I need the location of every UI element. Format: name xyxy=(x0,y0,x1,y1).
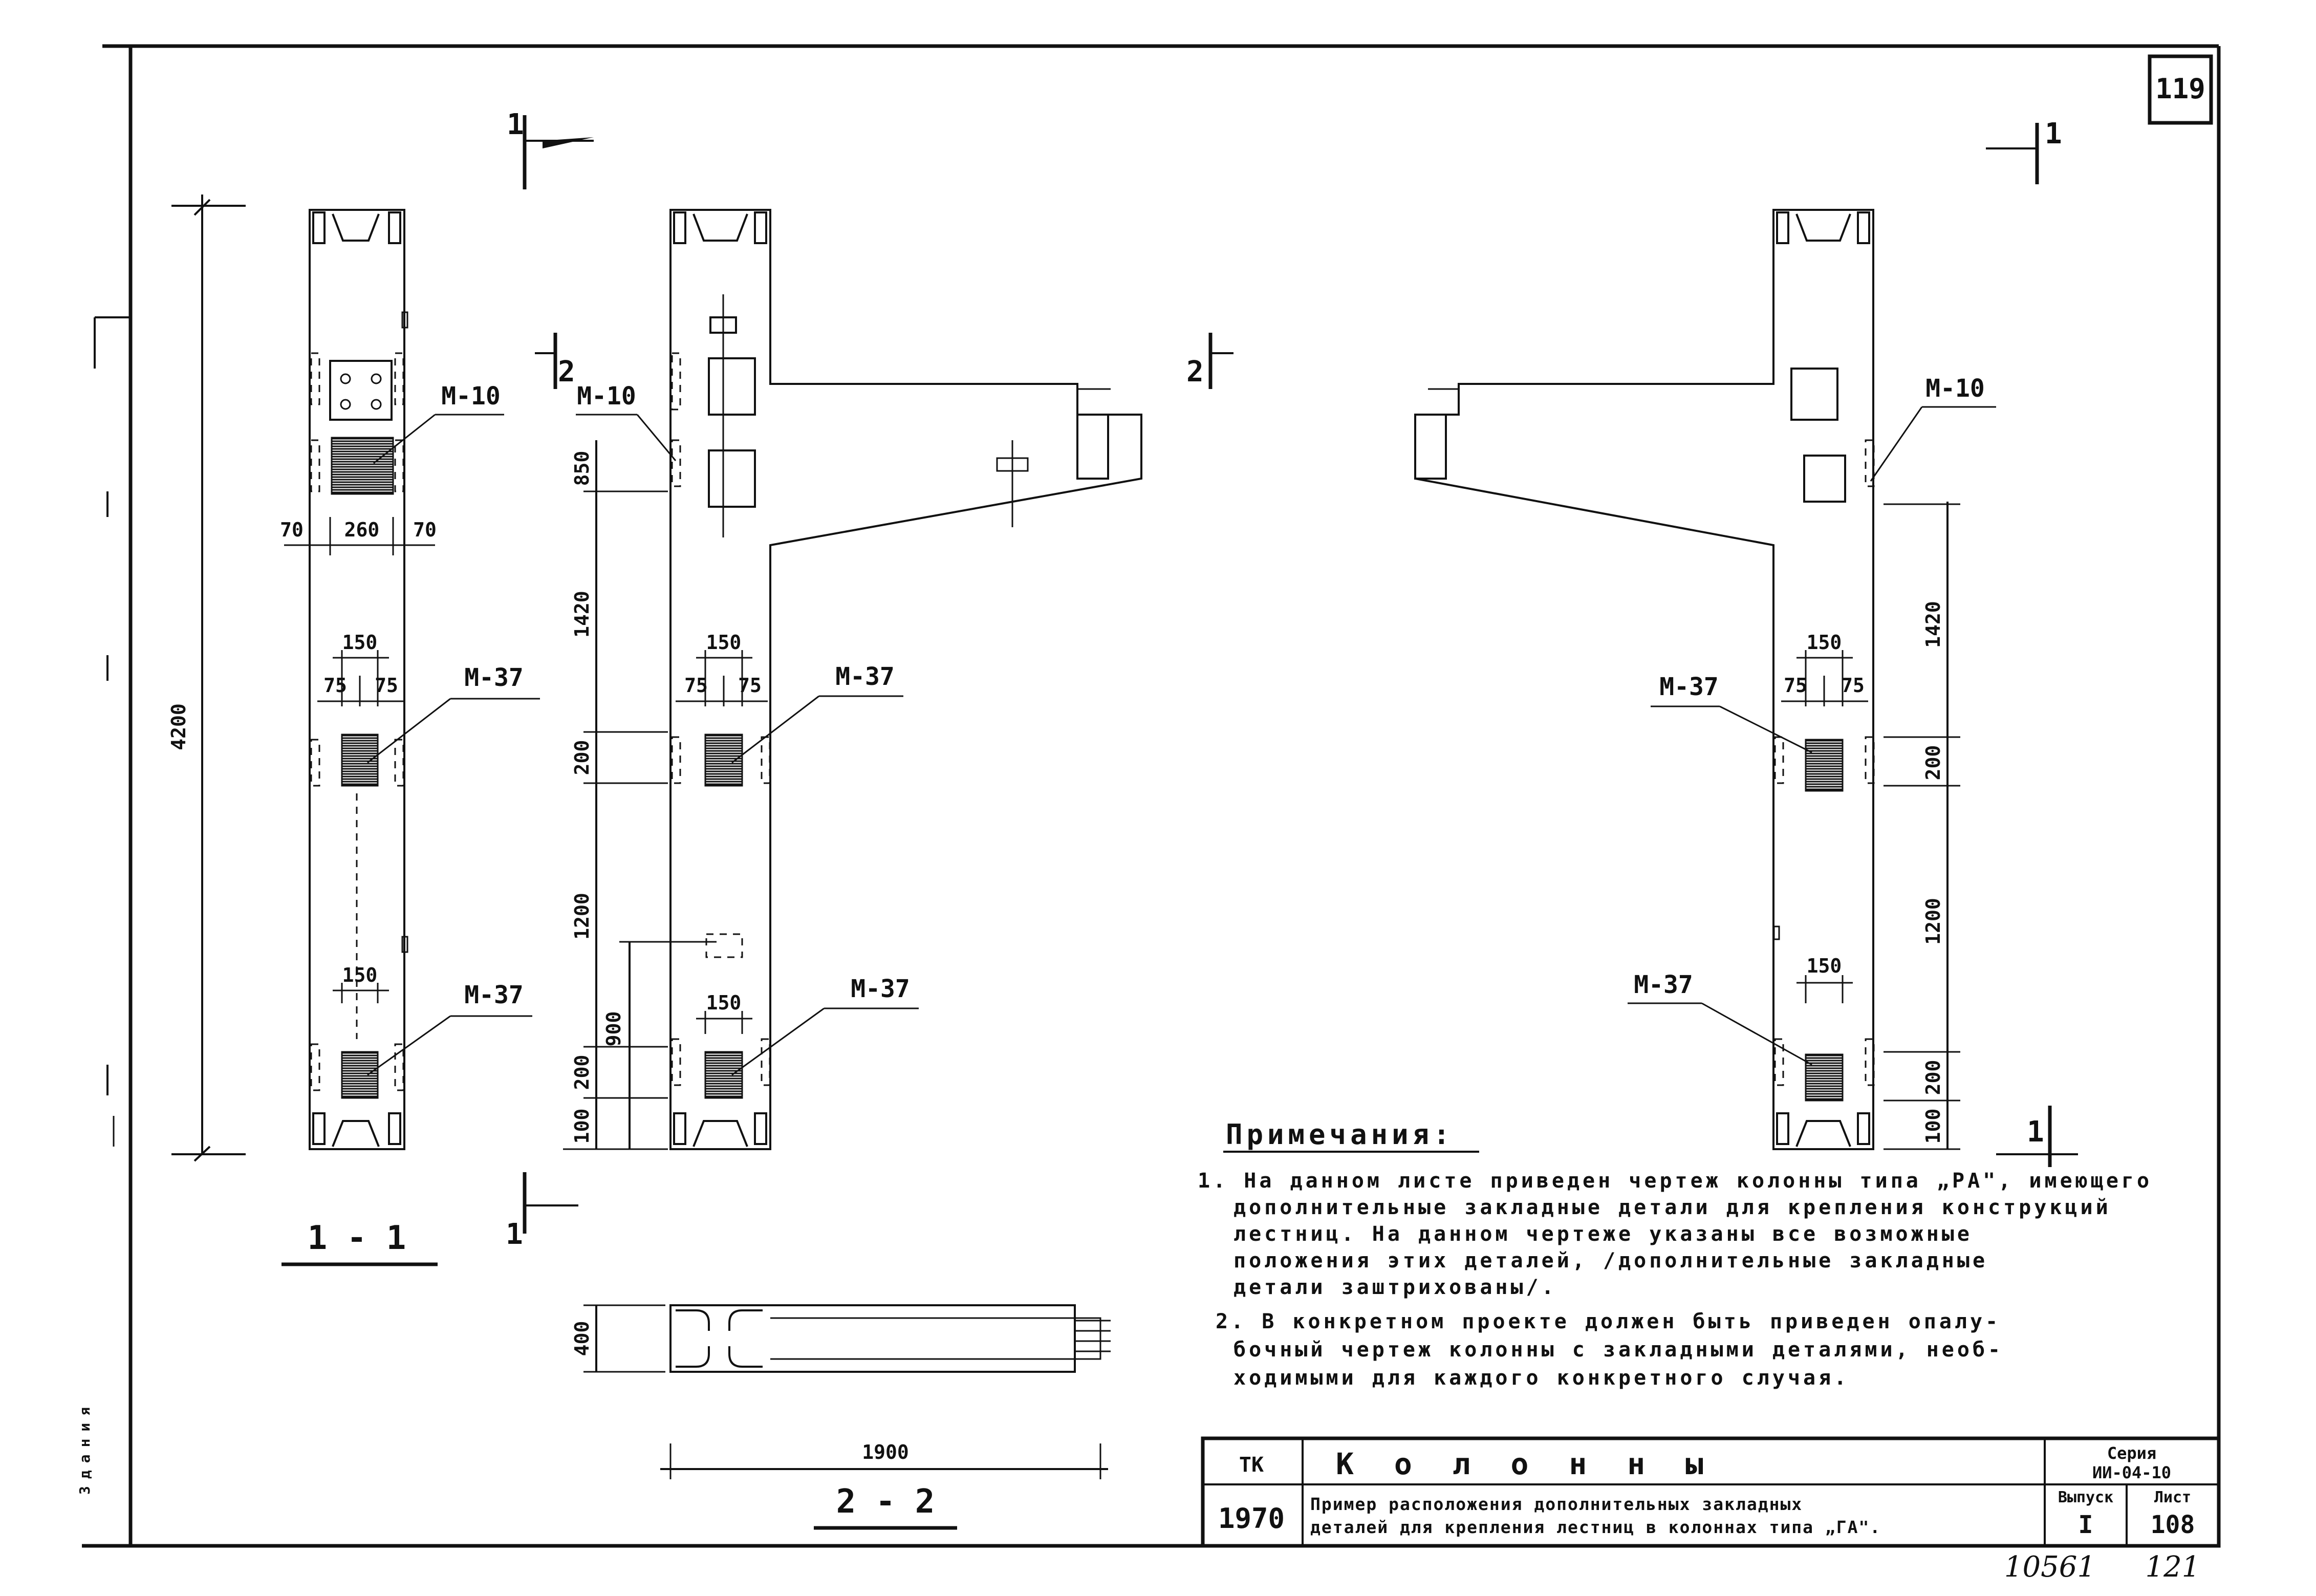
note-2-line-3: ходимыми для каждого конкретного случая. xyxy=(1233,1366,1849,1390)
dim-75-c: 75 xyxy=(684,674,708,697)
cut-mark-1-right-bottom: 1 xyxy=(2027,1115,2044,1149)
sheet-value: 108 xyxy=(2151,1511,2195,1539)
dim-100-a: 100 xyxy=(571,1109,593,1144)
note-2-line-2: бочный чертеж колонны с закладными детал… xyxy=(1233,1338,2003,1362)
view-title-1-1: 1 - 1 xyxy=(308,1219,406,1257)
dim-200-a: 200 xyxy=(571,740,593,775)
label-m10-b: М-10 xyxy=(577,382,636,411)
dim-plate-width: 260 xyxy=(344,519,380,541)
note-2-line-1: 2. В конкретном проекте должен быть прив… xyxy=(1216,1310,2001,1333)
title-block: ТК 1970 К о л о н н ы Серия ИИ-04-10 При… xyxy=(1201,1436,2221,1548)
section-mark-2-right: 2 xyxy=(1186,333,1233,389)
title-org: ТК xyxy=(1239,1453,1264,1477)
dim-100-r: 100 xyxy=(1922,1109,1944,1144)
series-label: Серия xyxy=(2107,1443,2156,1463)
dim-150-a: 150 xyxy=(342,631,378,654)
dim-1420: 1420 xyxy=(571,591,593,638)
section-1-1-view: 4200 70 xyxy=(167,195,540,1266)
cut-mark-1-top: 1 xyxy=(507,108,524,141)
issue-value: I xyxy=(2079,1511,2093,1539)
handwritten-page-number: 121 xyxy=(2146,1550,2200,1584)
cut-mark-2-left: 2 xyxy=(558,355,575,389)
dim-1200: 1200 xyxy=(571,893,593,940)
dim-150-c: 150 xyxy=(706,631,742,654)
section-mark-1-bottom: 1 xyxy=(506,1172,578,1251)
dim-75-b: 75 xyxy=(375,674,398,697)
handwritten-archive-number: 10561 xyxy=(2004,1550,2095,1584)
title-year: 1970 xyxy=(1218,1502,1285,1535)
series-value: ИИ-04-10 xyxy=(2092,1463,2171,1482)
page-number-box: 119 xyxy=(2148,54,2213,125)
label-m10-a: М-10 xyxy=(441,382,501,411)
cut-mark-2-right: 2 xyxy=(1186,355,1204,389)
label-m37-f: М-37 xyxy=(1634,970,1693,999)
dim-75-a: 75 xyxy=(323,674,347,697)
notes-heading: Примечания: xyxy=(1226,1118,1454,1151)
dim-850: 850 xyxy=(571,451,593,486)
note-1-line-4: положения этих деталей, /дополнительные … xyxy=(1233,1249,1988,1273)
title-section: К о л о н н ы xyxy=(1336,1447,1715,1481)
dim-1200-r: 1200 xyxy=(1922,898,1944,945)
dim-400: 400 xyxy=(571,1321,593,1356)
dim-150-r: 150 xyxy=(1807,631,1842,654)
cut-mark-1-bottom: 1 xyxy=(506,1218,523,1251)
issue-label: Выпуск xyxy=(2058,1489,2113,1506)
note-1-line-5: детали заштрихованы/. xyxy=(1233,1276,1557,1299)
sheet-label: Лист xyxy=(2154,1489,2191,1506)
page-number: 119 xyxy=(2155,73,2205,105)
view-title-2-2: 2 - 2 xyxy=(836,1483,935,1521)
dim-75-r-b: 75 xyxy=(1841,674,1865,697)
dim-200-b: 200 xyxy=(571,1055,593,1090)
title-desc-1: Пример расположения дополнительных закла… xyxy=(1310,1494,1803,1514)
section-mark-2-left: 2 xyxy=(535,333,575,389)
dim-150-b: 150 xyxy=(342,964,378,986)
note-1-line-3: лестниц. На данном чертеже указаны все в… xyxy=(1233,1222,1973,1246)
dim-200-r-b: 200 xyxy=(1922,1060,1944,1095)
dim-1420-r: 1420 xyxy=(1922,601,1944,648)
label-m37-e: М-37 xyxy=(1659,673,1719,701)
section-mark-1-top: 1 xyxy=(507,108,594,189)
dim-200-r-a: 200 xyxy=(1922,745,1944,781)
dim-75-r-a: 75 xyxy=(1784,674,1807,697)
label-m37-b: М-37 xyxy=(464,981,524,1009)
title-desc-2: деталей для крепления лестниц в колоннах… xyxy=(1310,1517,1881,1537)
dim-900: 900 xyxy=(602,1011,625,1047)
front-view-right-console: 1420 200 1200 200 100 150 75 75 150 М-10… xyxy=(1414,209,1996,1150)
cut-mark-1-right-top: 1 xyxy=(2045,117,2062,150)
label-m37-d: М-37 xyxy=(851,975,910,1003)
label-m37-c: М-37 xyxy=(835,662,895,691)
dim-total-height: 4200 xyxy=(167,703,190,750)
dim-150-d: 150 xyxy=(706,991,742,1014)
note-1-line-2: дополнительные закладные детали для креп… xyxy=(1233,1196,2111,1219)
note-1-line-1: 1. На данном листе приведен чертеж колон… xyxy=(1198,1169,2152,1193)
notes-block: Примечания: 1. На данном листе приведен … xyxy=(1198,1118,2152,1390)
dim-150-r-b: 150 xyxy=(1807,955,1842,977)
dim-75-d: 75 xyxy=(738,674,762,697)
label-m37-a: М-37 xyxy=(464,663,524,692)
dim-edge-left: 70 xyxy=(280,519,304,541)
dim-1900: 1900 xyxy=(862,1441,909,1463)
label-m10-c: М-10 xyxy=(1925,374,1985,403)
dim-edge-right: 70 xyxy=(413,519,437,541)
margin-stamp: Здания xyxy=(76,1400,93,1495)
section-mark-1-right: 1 1 xyxy=(1986,117,2078,1167)
front-view-left-console: 850 1420 200 1200 200 100 900 150 75 75 … xyxy=(563,209,1142,1150)
section-2-2-view: 400 1900 2 - 2 xyxy=(571,1304,1111,1530)
